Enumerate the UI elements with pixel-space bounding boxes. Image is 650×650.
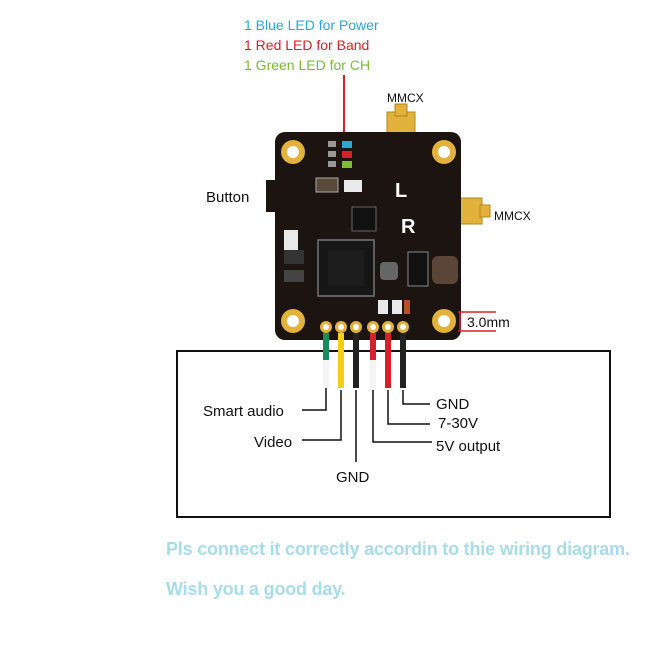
led-note-blue: 1 Blue LED for Power [244,17,379,33]
hole-size-label: 3.0mm [467,314,510,330]
small-component [315,177,339,193]
gnd-bottom-label: GND [336,469,370,486]
resistor [378,300,388,314]
mount-hole-bottom-right [432,309,456,333]
small-ic [351,206,377,232]
inductor [432,256,458,284]
small-component [344,180,362,192]
footer-greeting: Wish you a good day. [166,579,346,599]
smart-audio-label: Smart audio [203,403,284,420]
status-leds [328,141,352,168]
right-channel-letter: R [401,216,416,238]
led-note-green: 1 Green LED for CH [244,57,371,73]
regulator-pad [284,270,304,282]
mount-hole-top-right [432,140,456,164]
mmcx-top-label: MMCX [387,91,424,105]
mmcx-right-label: MMCX [494,209,531,223]
mount-hole-top-left [281,140,305,164]
five-v-output-label: 5V output [436,438,501,455]
button-label: Button [206,189,250,206]
leader-lines [302,388,432,462]
solder-pads [320,321,409,333]
voltage-label: 7-30V [438,415,479,432]
vtx-board [275,132,461,340]
footer-instruction: Pls connect it correctly accordin to thi… [166,539,630,559]
video-label: Video [254,434,293,451]
mount-hole-bottom-left [281,309,305,333]
side-ic [407,251,429,287]
main-chip-pad [328,250,364,286]
left-channel-letter: L [395,180,408,202]
resistor [392,300,402,314]
regulator-chip [284,230,298,250]
wiring-box [176,350,611,518]
gnd-right-label: GND [436,396,470,413]
led-note-red: 1 Red LED for Band [244,37,370,53]
resistor [404,300,410,314]
regulator-body [284,250,304,264]
capacitor [380,262,398,280]
